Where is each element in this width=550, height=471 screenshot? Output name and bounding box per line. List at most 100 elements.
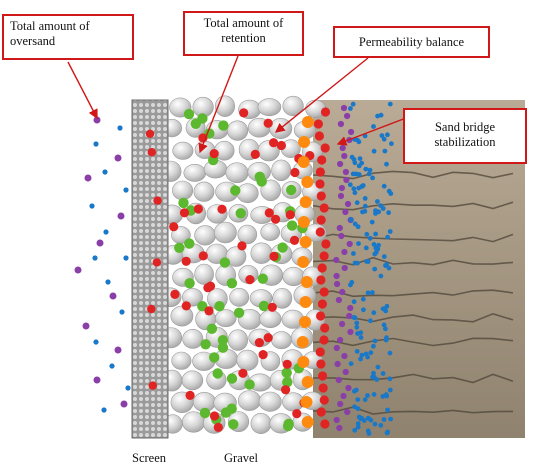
retained-grain-green [281,367,292,378]
formation-sand-blue [354,324,360,330]
gravel-pebble [258,391,282,412]
retained-grain-red [147,148,156,157]
retained-grain-red [315,227,325,237]
formation-sand-blue [352,190,358,196]
callout-retention: Total amount of retention [183,11,304,56]
formation-sand-blue [374,377,380,382]
oversand-particle-purple [109,292,117,300]
retained-grain-green [226,373,238,384]
formation-sand-blue [381,136,387,142]
retained-grain-green [230,185,241,196]
formation-sand-blue [371,370,376,376]
formation-sand-blue [373,249,379,255]
formation-sand-blue [351,186,357,192]
formation-sand-blue [376,242,381,248]
retained-grain-red [170,289,180,299]
formation-sand-blue [384,430,390,436]
formation-sand-blue [373,231,378,237]
oversand-particle-blue [117,125,123,131]
retained-grain-red [320,419,330,429]
formation-sand-blue [385,132,390,138]
retained-grain-red [209,411,220,421]
retained-grain-red [264,208,274,218]
bridge-grain-orange [297,216,310,228]
oversand-particle-blue [101,407,107,413]
gravel-pebble [237,390,261,411]
gravel-pebble [172,141,194,160]
formation-sand-purple [335,296,342,304]
retained-grain-green [184,238,195,249]
retained-grain-green [286,184,297,196]
formation-sand-blue [373,211,378,216]
formation-sand-blue [388,416,393,422]
retained-grain-red [316,311,326,321]
formation-sand-blue [359,160,365,166]
retained-grain-red [292,409,302,419]
formation-sand-blue [371,148,377,154]
retained-grain-red [254,338,264,348]
formation-sand-blue [356,414,362,420]
gravel-pebble [225,162,249,183]
formation-sand-blue [363,351,369,357]
oversand-particle-blue [123,255,129,261]
arrow-oversand [67,61,98,120]
retained-grain-green [244,379,255,390]
formation-sand-blue [383,337,389,343]
retained-grain-red [181,301,191,311]
label-gravel: Gravel [224,451,259,465]
formation-sand-blue [387,229,393,234]
gravel-pebble [260,223,281,241]
gravel-pebble [215,309,237,328]
formation-sand-purple [333,272,340,280]
oversand-particle-blue [119,309,125,315]
retained-grain-red [317,263,327,273]
formation-sand-blue [371,124,376,129]
callout-arrows [67,55,407,154]
gravel-pebble [272,287,293,309]
formation-sand-purple [342,208,349,216]
formation-sand-purple [336,224,343,232]
formation-sand-blue [363,166,369,172]
retained-grain-green [233,307,245,318]
formation-sand-blue [371,392,377,397]
formation-sand-purple [333,416,340,424]
bridge-grain-orange [299,316,311,328]
gravel-pebble [225,246,247,267]
gravel-pebble [229,287,250,307]
formation-sand-blue [348,361,354,367]
formation-sand-blue [367,235,373,241]
retained-grain-red [320,143,330,153]
retained-grain-green [277,242,288,253]
retained-grain-red [263,333,273,343]
retained-grain-green [258,300,270,312]
formation-sand-blue [354,349,360,354]
formation-sand-purple [345,384,352,392]
formation-sand-blue [361,418,367,423]
formation-sand-purple [346,240,353,248]
oversand-particle-blue [93,141,99,147]
formation-sand-blue [387,350,393,356]
formation-sand-blue [379,133,385,139]
retained-grain-green [184,278,195,289]
gravel-pebble [282,95,304,117]
formation-sand-blue [372,421,378,427]
retained-grain-red [315,167,325,177]
label-screen: Screen [132,451,167,465]
formation-sand-purple [333,344,340,352]
formation-sand-blue [366,171,372,177]
bridge-grain-orange [297,356,310,368]
retained-grain-red [316,191,326,201]
gravel-pebble [250,412,272,434]
formation-sand-purple [334,280,341,288]
bridge-grain-orange [296,336,309,348]
formation-sand-blue [355,224,361,230]
retained-grain-green [282,420,294,432]
formation-sand-purple [341,264,348,272]
formation-sand-blue [368,417,374,423]
formation-sand-blue [364,231,370,237]
retained-grain-green [178,197,189,209]
retained-grain-green [226,278,238,289]
oversand-particle-blue [125,385,131,391]
retained-grain-red [290,167,300,178]
gravel-pebble [260,179,282,202]
